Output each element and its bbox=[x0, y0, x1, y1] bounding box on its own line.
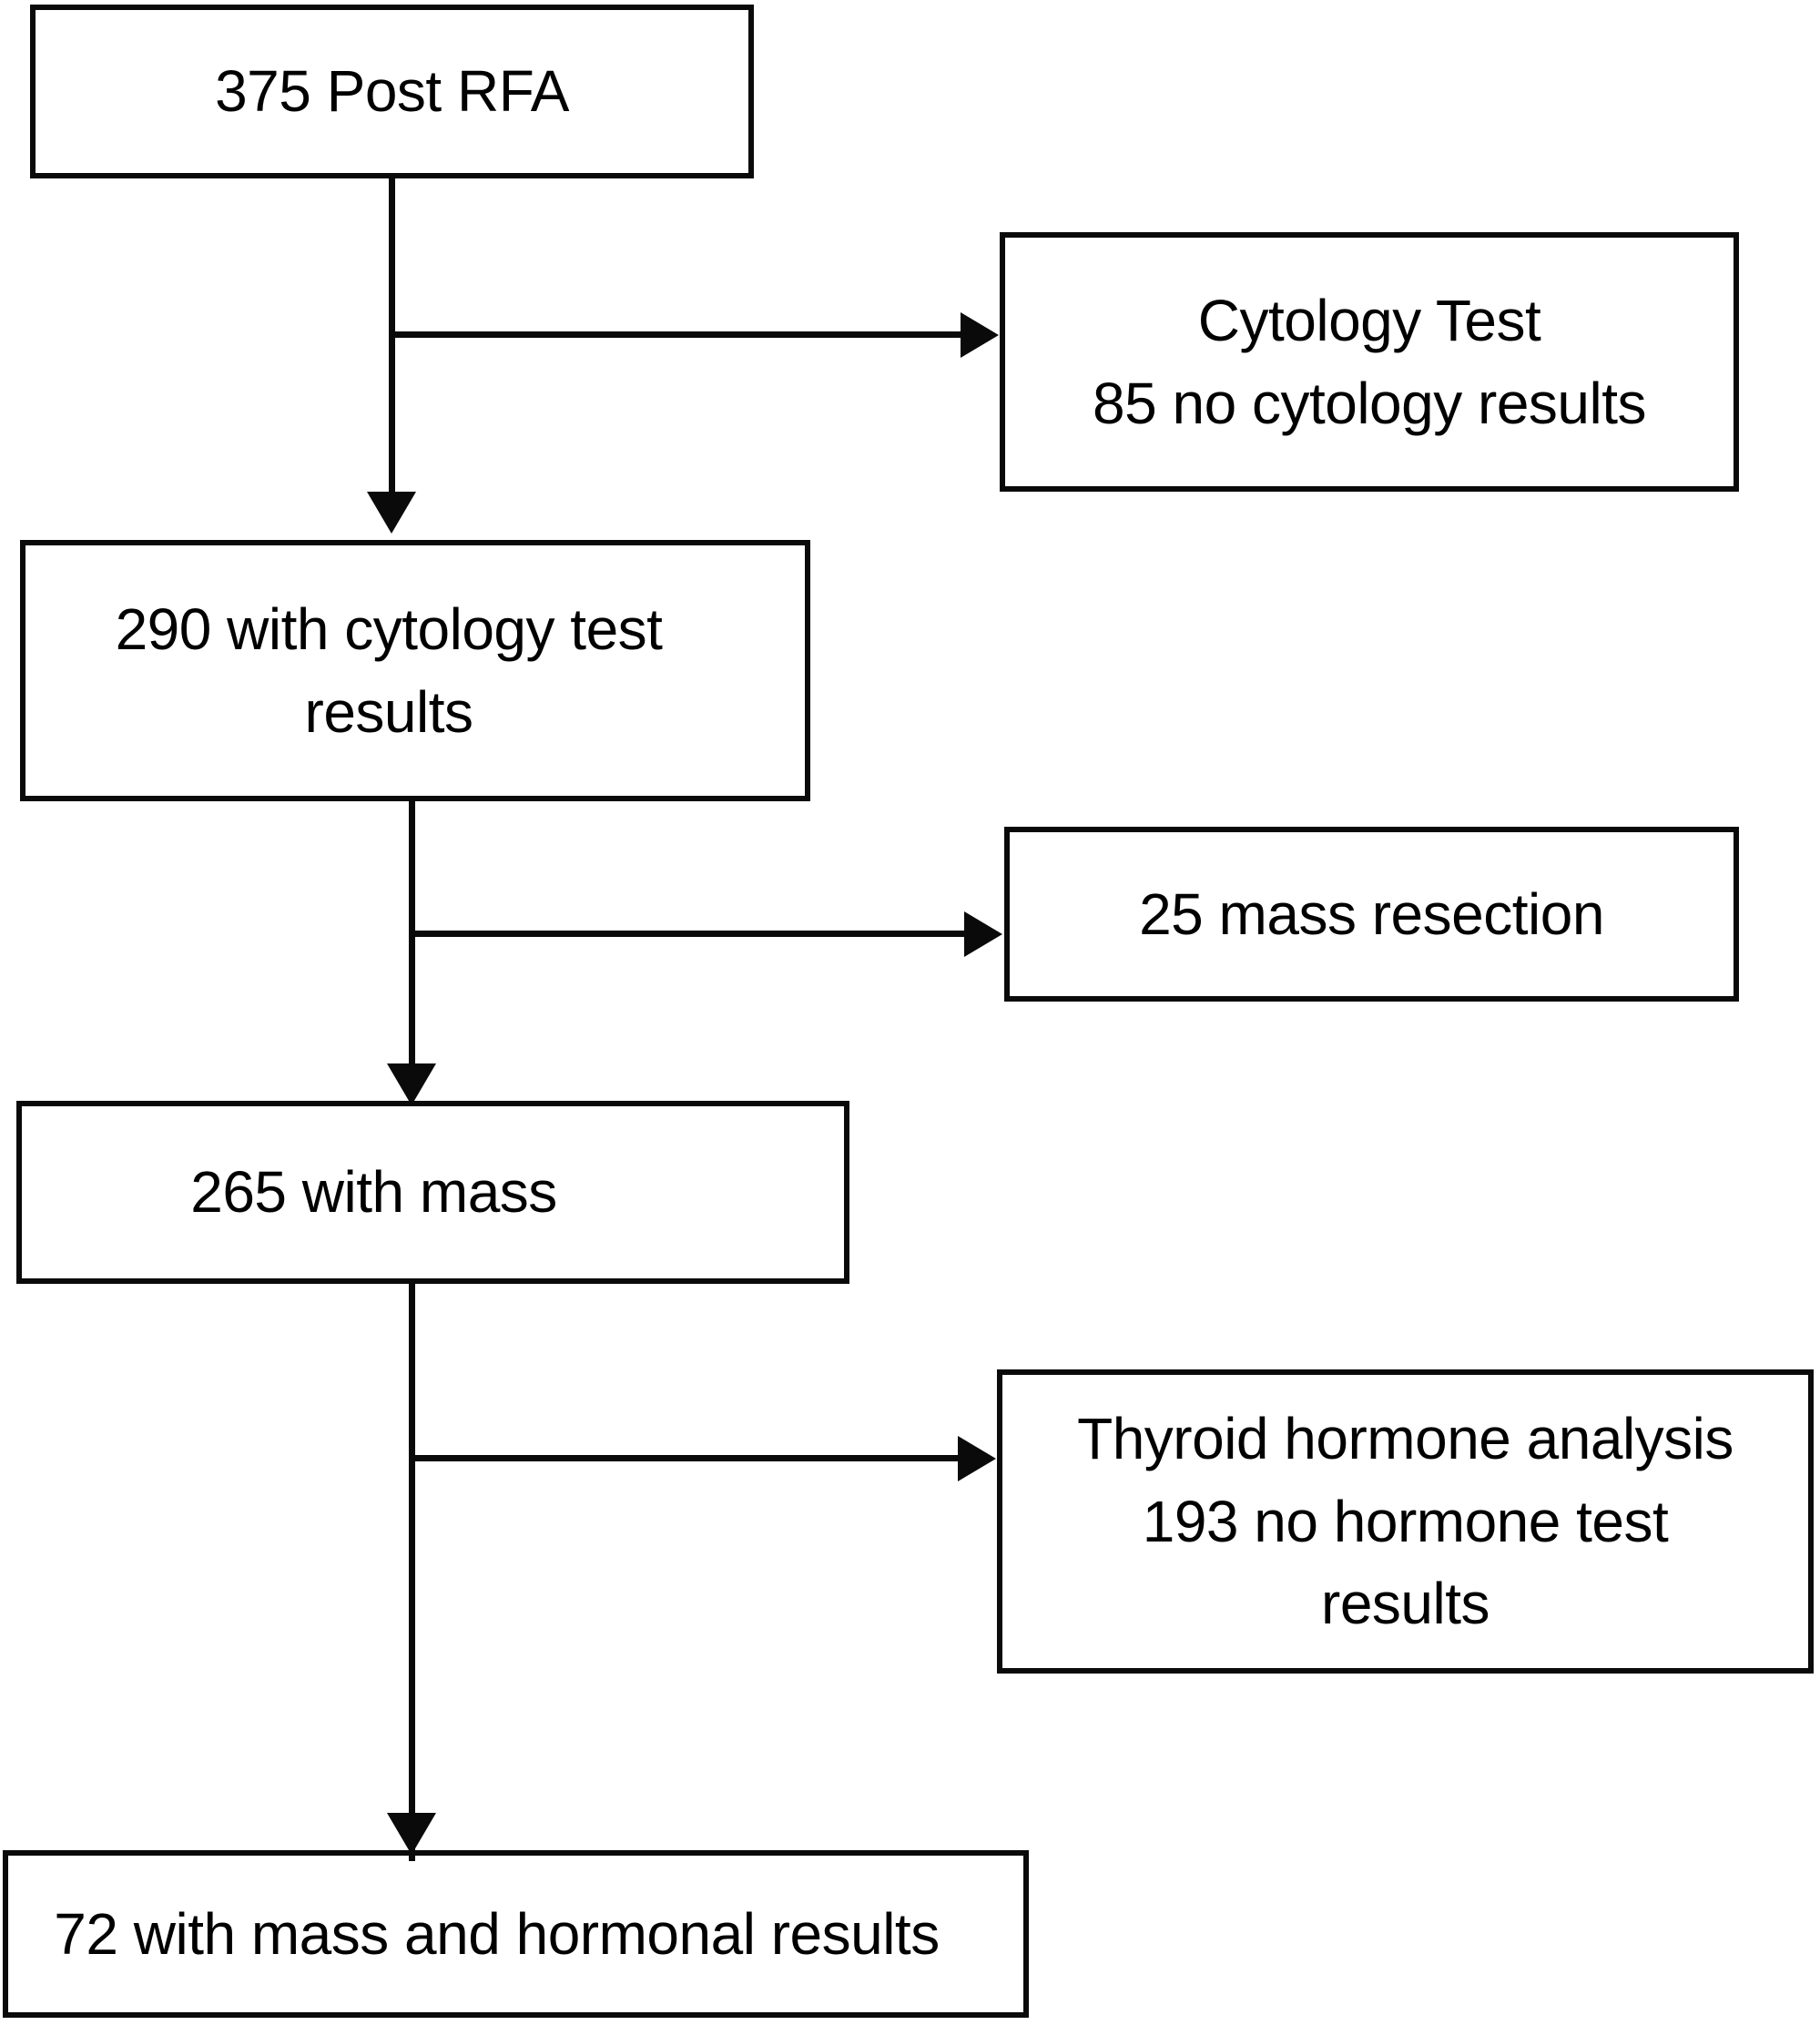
node-label-post-rfa: 375 Post RFA bbox=[215, 58, 569, 125]
connector-line-with-mass-down bbox=[409, 1282, 415, 1861]
node-label-with-mass: 265 with mass bbox=[190, 1159, 557, 1226]
flowchart-node-with-cytology-results: 290 with cytology test results bbox=[20, 540, 810, 801]
flowchart-node-final-cohort: 72 with mass and hormonal results bbox=[3, 1850, 1029, 2018]
node-label-thyroid-hormone-analysis: Thyroid hormone analysis 193 no hormone … bbox=[1077, 1405, 1734, 1637]
connector-line-with-mass-right bbox=[409, 1455, 961, 1461]
flowchart-node-mass-resection: 25 mass resection bbox=[1004, 827, 1739, 1002]
arrow-right-icon-to-cytology-test bbox=[961, 312, 999, 358]
arrow-down-icon-to-final-cohort bbox=[387, 1813, 436, 1855]
flowchart-node-thyroid-hormone-analysis: Thyroid hormone analysis 193 no hormone … bbox=[997, 1369, 1814, 1674]
arrow-down-icon-to-with-cytology bbox=[367, 492, 416, 534]
arrow-right-icon-to-mass-resection bbox=[964, 911, 1002, 957]
arrow-right-icon-to-thyroid-hormone-analysis bbox=[958, 1436, 996, 1481]
node-label-final-cohort: 72 with mass and hormonal results bbox=[54, 1900, 940, 1967]
connector-line-with-cytology-down bbox=[409, 799, 415, 1090]
flowchart-node-with-mass: 265 with mass bbox=[16, 1101, 849, 1284]
node-label-with-cytology-results: 290 with cytology test results bbox=[115, 595, 663, 745]
flowchart-node-cytology-test: Cytology Test 85 no cytology results bbox=[1000, 232, 1739, 492]
node-label-cytology-test: Cytology Test 85 no cytology results bbox=[1093, 287, 1647, 436]
connector-line-post-rfa-right bbox=[389, 331, 964, 338]
flowchart-node-post-rfa: 375 Post RFA bbox=[30, 5, 754, 178]
arrow-down-icon-to-with-mass bbox=[387, 1063, 436, 1105]
node-label-mass-resection: 25 mass resection bbox=[1139, 880, 1604, 947]
connector-line-with-cytology-right bbox=[409, 931, 968, 937]
connector-line-post-rfa-down bbox=[389, 176, 395, 517]
